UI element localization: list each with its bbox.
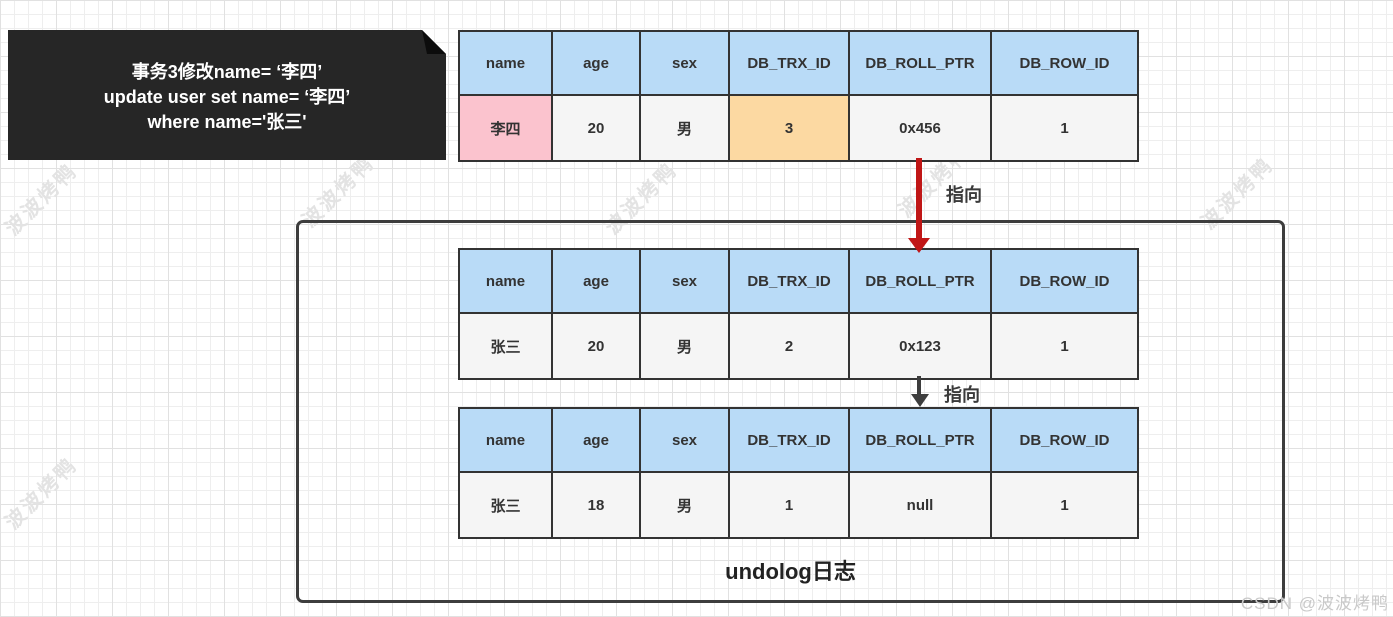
csdn-watermark: CSDN @波波烤鸭 [1240, 594, 1389, 613]
header-cell-age: age [553, 409, 641, 473]
cell-age: 20 [553, 96, 641, 160]
cell-age: 18 [553, 473, 641, 537]
header-cell-db-trx-id: DB_TRX_ID [730, 32, 850, 96]
cell-sex: 男 [641, 96, 730, 160]
cell-db-row-id: 1 [992, 314, 1137, 378]
cell-name: 张三 [460, 314, 553, 378]
red-arrow-line [916, 158, 922, 238]
pointer-label-2: 指向 [944, 385, 980, 405]
header-cell-sex: sex [641, 32, 730, 96]
header-cell-name: name [460, 250, 553, 314]
pointer-label-1: 指向 [946, 185, 982, 205]
header-cell-db-roll-ptr: DB_ROLL_PTR [850, 32, 992, 96]
table-data-row: 张三 18 男 1 null 1 [460, 473, 1137, 537]
dark-arrow-line [917, 376, 921, 394]
cell-db-roll-ptr: 0x456 [850, 96, 992, 160]
note-line-1: 事务3修改name= ‘李四’ [131, 62, 323, 82]
header-cell-age: age [553, 32, 641, 96]
header-cell-sex: sex [641, 409, 730, 473]
note-line-2: update user set name= ‘李四’ [103, 87, 351, 107]
header-cell-db-roll-ptr: DB_ROLL_PTR [850, 250, 992, 314]
note-folded-corner-icon [422, 30, 446, 54]
undo-row1-table: name age sex DB_TRX_ID DB_ROLL_PTR DB_RO… [458, 248, 1139, 380]
cell-db-row-id: 1 [992, 96, 1137, 160]
table-data-row: 李四 20 男 3 0x456 1 [460, 96, 1137, 160]
table-header-row: name age sex DB_TRX_ID DB_ROLL_PTR DB_RO… [460, 409, 1137, 473]
header-cell-sex: sex [641, 250, 730, 314]
cell-name: 李四 [460, 96, 553, 160]
undolog-title: undolog日志 [725, 559, 856, 584]
header-cell-db-row-id: DB_ROW_ID [992, 409, 1137, 473]
red-arrow-head-icon [908, 238, 930, 253]
cell-sex: 男 [641, 314, 730, 378]
cell-sex: 男 [641, 473, 730, 537]
cell-db-trx-id: 3 [730, 96, 850, 160]
table-header-row: name age sex DB_TRX_ID DB_ROLL_PTR DB_RO… [460, 250, 1137, 314]
table-data-row: 张三 20 男 2 0x123 1 [460, 314, 1137, 378]
cell-db-roll-ptr: 0x123 [850, 314, 992, 378]
undo-row2-table: name age sex DB_TRX_ID DB_ROLL_PTR DB_RO… [458, 407, 1139, 539]
watermark-text: 波波烤鸭 [1, 453, 83, 535]
cell-age: 20 [553, 314, 641, 378]
table-header-row: name age sex DB_TRX_ID DB_ROLL_PTR DB_RO… [460, 32, 1137, 96]
header-cell-db-row-id: DB_ROW_ID [992, 32, 1137, 96]
header-cell-name: name [460, 32, 553, 96]
watermark-text: 波波烤鸭 [1, 159, 83, 241]
cell-db-roll-ptr: null [850, 473, 992, 537]
header-cell-db-trx-id: DB_TRX_ID [730, 250, 850, 314]
header-cell-name: name [460, 409, 553, 473]
cell-name: 张三 [460, 473, 553, 537]
current-row-table: name age sex DB_TRX_ID DB_ROLL_PTR DB_RO… [458, 30, 1139, 162]
cell-db-row-id: 1 [992, 473, 1137, 537]
transaction-note-box: 事务3修改name= ‘李四’ update user set name= ‘李… [8, 30, 446, 160]
header-cell-age: age [553, 250, 641, 314]
cell-db-trx-id: 1 [730, 473, 850, 537]
note-line-3: where name='张三' [147, 112, 307, 132]
header-cell-db-trx-id: DB_TRX_ID [730, 409, 850, 473]
undolog-container [296, 220, 1285, 603]
header-cell-db-roll-ptr: DB_ROLL_PTR [850, 409, 992, 473]
dark-arrow-head-icon [911, 394, 929, 407]
cell-db-trx-id: 2 [730, 314, 850, 378]
header-cell-db-row-id: DB_ROW_ID [992, 250, 1137, 314]
